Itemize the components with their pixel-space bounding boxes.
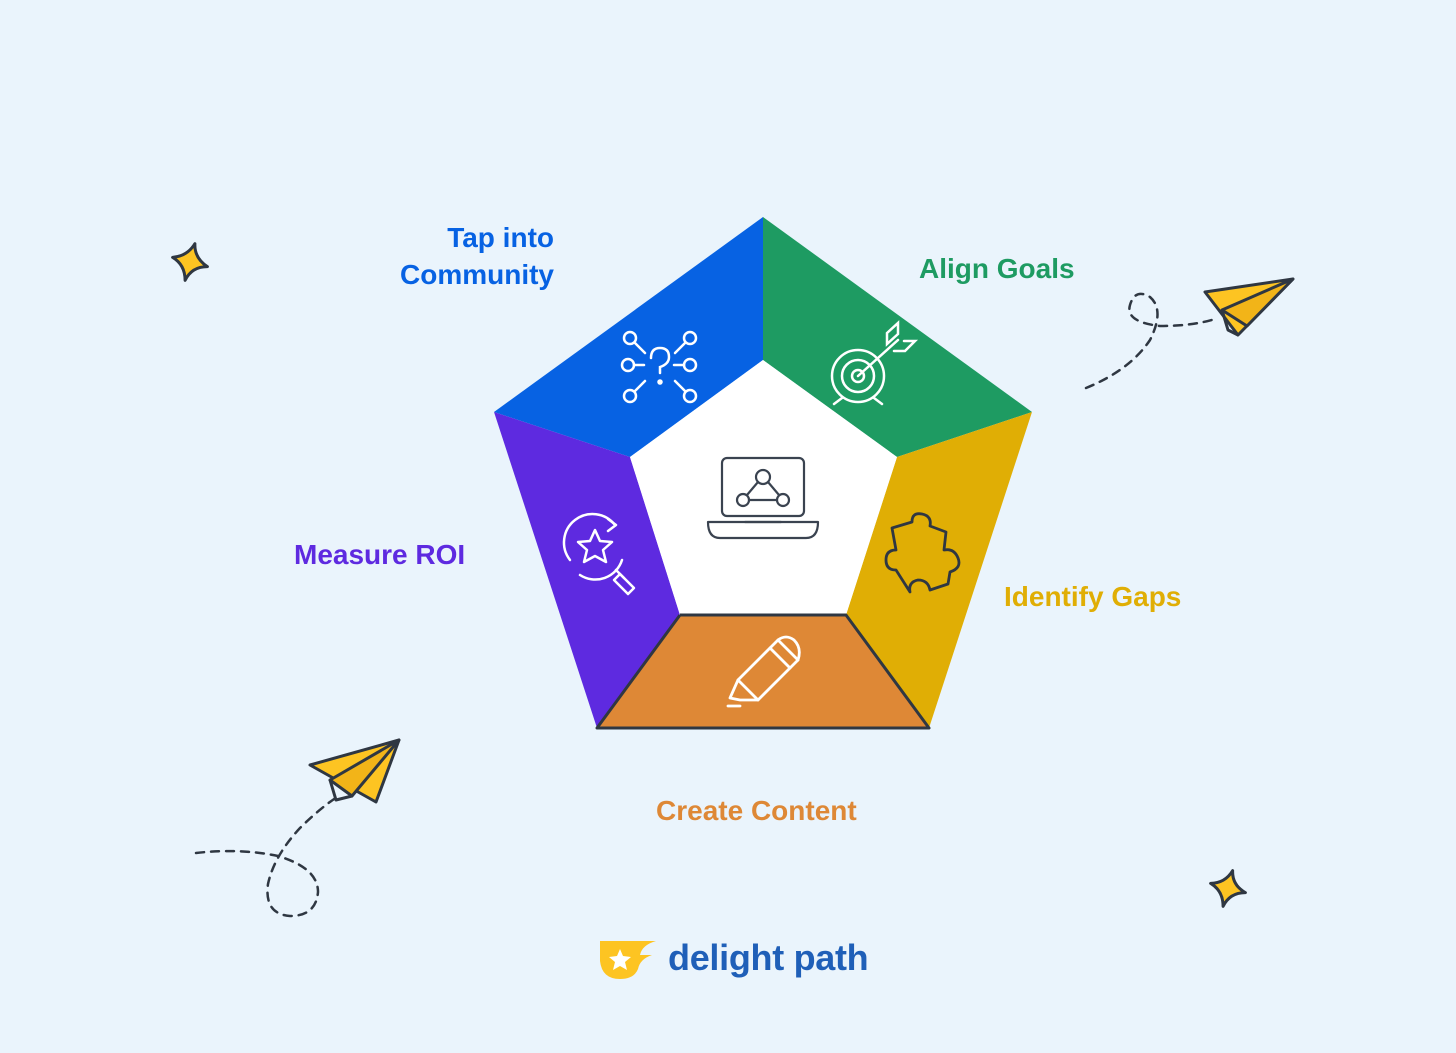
- label-create-content: Create Content: [656, 795, 857, 826]
- content-outline: [595, 613, 931, 730]
- segment-goals: [763, 217, 1032, 457]
- label-line: Community: [400, 259, 554, 290]
- target-arrow-icon: [830, 320, 919, 406]
- sparkle-icon: [1209, 869, 1247, 908]
- segment-gaps: [846, 412, 1032, 728]
- segment-content: [597, 615, 929, 728]
- label-tap-into-community: Tap into Community: [330, 219, 554, 293]
- pen-icon: [726, 635, 801, 708]
- label-measure-roi: Measure ROI: [294, 539, 466, 570]
- pentagon-center: [630, 360, 897, 615]
- sparkle-icon: [171, 242, 209, 282]
- network-question-icon: [620, 330, 698, 404]
- brand: delight path: [596, 932, 869, 984]
- delight-path-logo-icon: [600, 941, 656, 979]
- paper-plane-icon: [1084, 277, 1295, 390]
- label-align-goals: Align Goals: [919, 253, 1075, 284]
- brand-name: delight path: [668, 937, 869, 978]
- puzzle-piece-icon: [884, 512, 961, 594]
- star-magnifier-icon: [562, 512, 636, 596]
- laptop-network-icon: [706, 456, 820, 540]
- paper-plane-icon: [194, 738, 401, 918]
- label-identify-gaps: Identify Gaps: [1004, 581, 1182, 612]
- segment-roi: [494, 412, 680, 728]
- label-line: Tap into: [447, 222, 554, 253]
